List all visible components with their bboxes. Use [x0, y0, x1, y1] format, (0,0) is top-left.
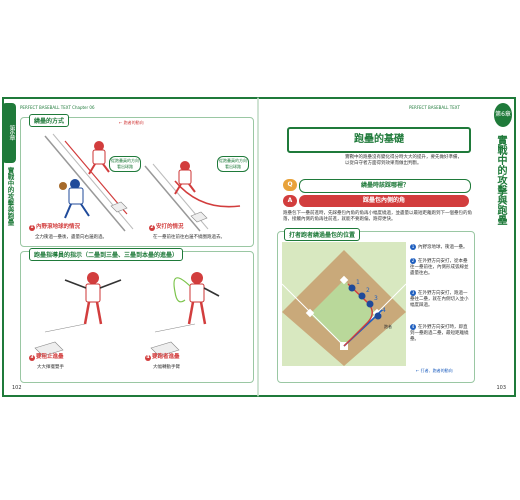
item-text: 在外野方向安打，從本壘往一壘前往，內側形成弧線並盡量往右。	[410, 259, 469, 276]
subcaption-3: 大大揮擺雙手	[37, 365, 64, 370]
coach-signal-title: 跑壘指導員的指示（二壘到三壘、三壘到本壘的進壘）	[29, 248, 184, 261]
svg-text:2: 2	[366, 287, 370, 294]
right-chapter-tab: 第6章	[494, 103, 512, 127]
diagram-title: 打者跑者繞過壘包的位置	[284, 228, 361, 241]
runner-direction-legend: ← 跑者的動向	[119, 120, 144, 125]
running-method-title: 繞壘的方式	[29, 114, 70, 127]
item-text: 在外野方向安打時，即直到一壘跑過二壘，最短距離繞壘。	[410, 325, 469, 342]
book-spread: PERFECT BASEBALL TEXT Chapter 06 第6章 實戰中…	[2, 97, 516, 397]
question-badge: Q	[283, 179, 297, 191]
left-page-number: 102	[12, 385, 22, 391]
question-text: 繞壘時該踩哪裡？	[299, 179, 471, 193]
item-number: 3	[410, 290, 416, 296]
item-text: 在外野方向安打，跑過一壘往二壘，就在內側切入並小幅度踩過。	[410, 291, 469, 308]
right-topbar: PERFECT BASEBALL TEXT	[409, 105, 460, 110]
answer-text: 踩壘包內側的角	[299, 195, 469, 207]
svg-text:1: 1	[356, 279, 360, 286]
caption-text-2: 安打的情況	[156, 224, 184, 230]
diamond-diagram: 1 2 3 4	[282, 242, 406, 366]
right-big-title: 實戰中的攻擊與跑壘	[495, 135, 506, 225]
left-chapter-strip: 實戰中的攻擊與跑壘	[6, 167, 14, 226]
subcaption-4: 大幅轉動手臂	[153, 365, 180, 370]
left-page: PERFECT BASEBALL TEXT Chapter 06 第6章 實戰中…	[2, 97, 258, 397]
coach-signal-illustration	[34, 272, 220, 357]
svg-text:4: 4	[382, 307, 386, 314]
page-banner: 跑壘的基礎	[287, 127, 471, 153]
right-page: PERFECT BASEBALL TEXT 第6章 實戰中的攻擊與跑壘 跑壘的基…	[258, 97, 516, 397]
coach-signal-panel: 跑壘指導員的指示（二壘到三壘、三壘到本壘的進壘）	[20, 248, 254, 383]
runner-label: 跑者	[384, 324, 392, 329]
svg-text:3: 3	[374, 295, 378, 302]
callout-right: 從跑壘員的方向看出球路	[217, 156, 249, 172]
diagram-legend: ← 打者、跑者的動向	[416, 368, 453, 373]
caption-number-4: 4	[145, 355, 151, 361]
answer-badge: A	[283, 195, 297, 207]
right-page-number: 103	[496, 385, 506, 391]
intro-text: 實戰中的跑壘沒有變化得分時大大的提升，要先做好準備，以從白守者方面得到效果而做出…	[345, 155, 462, 166]
base-running-illustration	[44, 133, 241, 232]
caption-text-1: 內野滾地球的情況	[36, 224, 81, 230]
caption-number-2: 2	[149, 225, 155, 231]
subcaption-2: 在一壘前往前往右邊不繞圈跑過去。	[153, 235, 225, 240]
answer-body: 跑壘包下一壘前進時，先踩壘包內角的角再小幅度繞過，並盡量以最短距離跑到下一個壘包…	[283, 211, 472, 222]
caption-text-3: 要阻止進壘	[36, 354, 64, 360]
running-method-panel: 繞壘的方式 ← 跑者的動向	[20, 114, 254, 247]
item-text: 內野滾地球，衝過一壘。	[418, 245, 468, 250]
caption-number-3: 3	[29, 355, 35, 361]
callout-left: 從跑壘員的方向看出球路	[109, 156, 141, 172]
item-number: 4	[410, 324, 416, 330]
item-number: 1	[410, 244, 416, 250]
left-topbar: PERFECT BASEBALL TEXT Chapter 06	[20, 105, 95, 110]
left-chapter-tab: 第6章	[2, 103, 16, 163]
caption-text-4: 要跑者進壘	[152, 354, 180, 360]
item-number: 2	[410, 258, 416, 264]
subcaption-1: 全力衝過一壘後，盡量向右邊跑過。	[35, 235, 107, 240]
caption-number-1: 1	[29, 225, 35, 231]
diagram-panel: 打者跑者繞過壘包的位置 1 2 3 4	[277, 228, 475, 383]
